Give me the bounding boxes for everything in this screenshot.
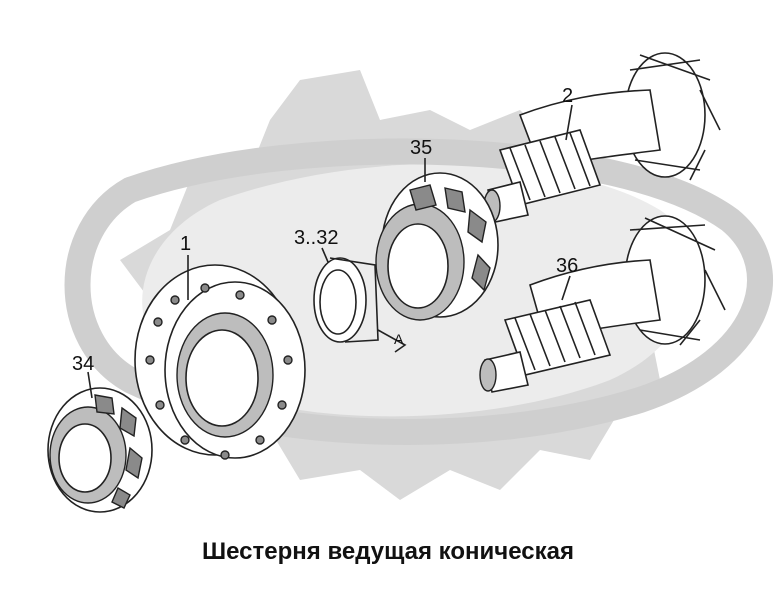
- callout-36: 36: [556, 255, 579, 277]
- callout-35: 35: [410, 137, 433, 159]
- leader-lines: [87, 104, 573, 399]
- callout-2: 2: [562, 85, 574, 107]
- pinion-shaft-upper: [483, 52, 721, 223]
- callout-34: 34: [72, 353, 95, 375]
- shim-ring: [313, 257, 407, 353]
- diagram-caption: Шестерня ведущая коническая: [202, 538, 574, 565]
- bearing-housing: [134, 264, 306, 460]
- callout-3-32: 3..32: [294, 227, 339, 249]
- view-a-label: A: [394, 331, 404, 347]
- roller-bearing-34: [47, 387, 153, 513]
- callout-1: 1: [180, 233, 192, 255]
- roller-bearing-35: [375, 172, 499, 321]
- pinion-shaft-lower: [479, 215, 726, 393]
